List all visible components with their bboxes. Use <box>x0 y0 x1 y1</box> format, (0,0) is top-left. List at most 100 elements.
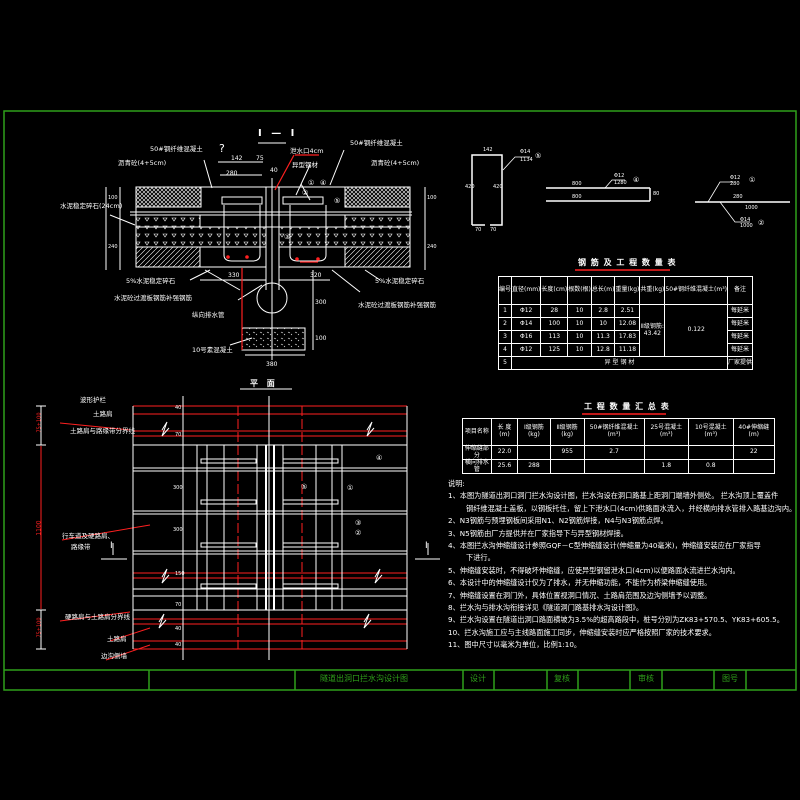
cell <box>549 459 585 475</box>
cell: 10 <box>567 317 592 331</box>
summary-table-title: 工 程 数 量 汇 总 表 <box>584 402 670 411</box>
n4-end-dim: 80 <box>653 191 660 197</box>
label-boundary-bottom: 硬路肩与土路肩分界线 <box>65 613 130 621</box>
n1-spec: Φ12 <box>730 175 741 181</box>
cell: 955 <box>549 444 585 461</box>
dim-left-100: 100 <box>108 195 118 201</box>
label-base-left: 水泥稳定碎石(24cm) <box>60 202 123 210</box>
plan-bubble-1: ① <box>347 484 354 492</box>
cell: 125 <box>540 343 569 357</box>
note-item: 2、N3钢筋与预埋钢板间采用N1、N2钢筋焊接，N4与N3钢筋点焊。 <box>448 516 668 526</box>
label-fiber-concrete-right: 50#钢纤维混凝土 <box>350 139 403 147</box>
dim-75: 75 <box>256 155 264 162</box>
label-asphalt-left: 沥青砼(4+5cm) <box>118 159 167 167</box>
note-item: 10、拦水沟施工应与主线路面施工同步，伸缩缝安装时应严格按照厂家的技术要求。 <box>448 627 716 637</box>
cell: 10 <box>590 317 616 331</box>
header-cell: 40#伸缩缝 (m) <box>732 418 776 446</box>
n5-bottom-right-dim: 70 <box>490 227 497 233</box>
table-header-row: 项目名称 长 度 (m) Ⅰ级钢筋 (kg) Ⅱ级钢筋 (kg) 50#钢纤维混… <box>462 418 776 446</box>
dim-380: 380 <box>266 361 278 368</box>
cell: 厂家提供 <box>726 356 754 370</box>
label-soil-shoulder-top: 土路肩 <box>93 410 113 418</box>
bubble-3: ③ <box>284 233 291 241</box>
bubble-2: ② <box>302 189 309 197</box>
plan-dim-mid: 1100 <box>35 520 43 536</box>
label-soil-shoulder-bottom: 土路肩 <box>107 635 127 643</box>
rebar-table-title: 钢 筋 及 工 程 数 量 表 <box>578 258 677 267</box>
cell: 28 <box>540 304 569 318</box>
total-weight: 43.42 <box>643 329 661 337</box>
rebar-quantity-table: 编号 直径(mm) 长度(cm) 根数(根) 总长(m) 重量(kg) 共重(k… <box>497 276 754 370</box>
header-cell: 备注 <box>726 276 754 305</box>
cell: 4 <box>497 343 513 357</box>
grade-label: Ⅱ级钢筋: <box>640 322 664 330</box>
cell: Φ12 <box>511 343 542 357</box>
plan-view <box>36 388 440 661</box>
dim-280: 280 <box>226 170 238 177</box>
title-block-drawing-no: 图号 <box>722 674 738 683</box>
cell: 10 <box>567 343 592 357</box>
notes-heading: 说明: <box>448 479 465 488</box>
plan-bubble-2: ② <box>355 529 362 537</box>
cell <box>688 444 734 461</box>
label-slab-rebar-right: 水泥砼过渡板钢筋补强钢筋 <box>358 301 436 309</box>
cell: Φ12 <box>511 304 542 318</box>
n2-spec: Φ14 <box>740 217 751 223</box>
cell <box>643 444 690 461</box>
cell: 0.8 <box>688 459 734 475</box>
n1-bubble: ① <box>749 176 756 184</box>
n5-top-dim: 142 <box>483 147 493 153</box>
table-row: 5 异 型 钢 材 厂家提供 <box>497 356 754 370</box>
header-cell: 项目名称 <box>462 418 492 446</box>
note-item: 5、伸缩缝安装时，不得破坏伸缩缝，应使异型钢留泄水口(4cm)以便路面水流进拦水… <box>448 565 740 575</box>
n4-bubble: ④ <box>633 176 640 184</box>
header-cell: 重量(kg) <box>614 276 641 305</box>
label-slab-rebar-left: 水泥砼过渡板钢筋补强钢筋 <box>114 294 192 302</box>
header-cell: 根数(根) <box>567 276 592 305</box>
cell <box>732 459 776 475</box>
cell: 3 <box>497 330 513 344</box>
table-header-row: 编号 直径(mm) 长度(cm) 根数(根) 总长(m) 重量(kg) 共重(k… <box>497 276 754 305</box>
cell: 11.18 <box>614 343 641 357</box>
header-cell: 长 度 (m) <box>490 418 519 446</box>
cell: 11.3 <box>590 330 616 344</box>
table-row: 4 Φ12 125 10 12.8 11.18 每延米 <box>497 343 754 357</box>
cell: 5 <box>497 356 513 370</box>
cell: 113 <box>540 330 569 344</box>
plan-dim-4: 300 <box>173 527 183 533</box>
label-carriageway: 行车道及硬路肩、 <box>62 532 114 540</box>
plan-dim-6: 70 <box>175 602 182 608</box>
section-mark-left: I <box>110 541 113 551</box>
note-item: 6、本设计中的伸缩缝设计仅为了排水，并无伸缩功能，不能作为桥梁伸缩缝使用。 <box>448 578 712 588</box>
label-boundary-top: 土路肩与路缘带分界线 <box>70 427 135 435</box>
label-carriageway-2: 路缘带 <box>71 543 91 551</box>
cell: 288 <box>517 459 551 475</box>
cell: 2.51 <box>614 304 641 318</box>
plan-dim-1: 40 <box>175 405 182 411</box>
n5-length: 1134 <box>520 157 533 163</box>
plan-title: 平 面 <box>250 379 278 388</box>
table-row: 2 Φ14 100 10 10 12.08 每延米 <box>497 317 754 331</box>
plan-dim-2: 70 <box>175 432 182 438</box>
bubble-4: ④ <box>320 179 327 187</box>
n5-right-dim: 420 <box>493 184 503 190</box>
table-row: 伸缩缝部分 22.0 955 2.7 22 <box>462 444 776 461</box>
section-red-marks <box>226 154 320 350</box>
label-drain-opening: 泄水口4cm <box>290 147 324 155</box>
plan-dim-top: 75+100 <box>36 412 43 433</box>
concrete-volume-cell: 0.122 <box>664 304 728 357</box>
cell: 22 <box>732 444 776 461</box>
design-notes: 说明: 1、本图为隧道出洞口洞门拦水沟设计图，拦水沟设在洞口路基上距洞门端墙外侧… <box>448 478 796 652</box>
label-guardrail: 波形护栏 <box>80 396 106 404</box>
label-ditch-wall: 边沟侧墙 <box>101 652 127 660</box>
cell: 25.6 <box>490 459 519 475</box>
n4-spec: Φ12 <box>614 173 625 179</box>
title-block-check: 复核 <box>554 674 570 683</box>
cell: 每延米 <box>726 304 754 318</box>
section-view <box>105 142 426 360</box>
n4-length: 1280 <box>614 180 627 186</box>
cell: 2.8 <box>590 304 616 318</box>
dim-left-240: 240 <box>108 244 118 250</box>
